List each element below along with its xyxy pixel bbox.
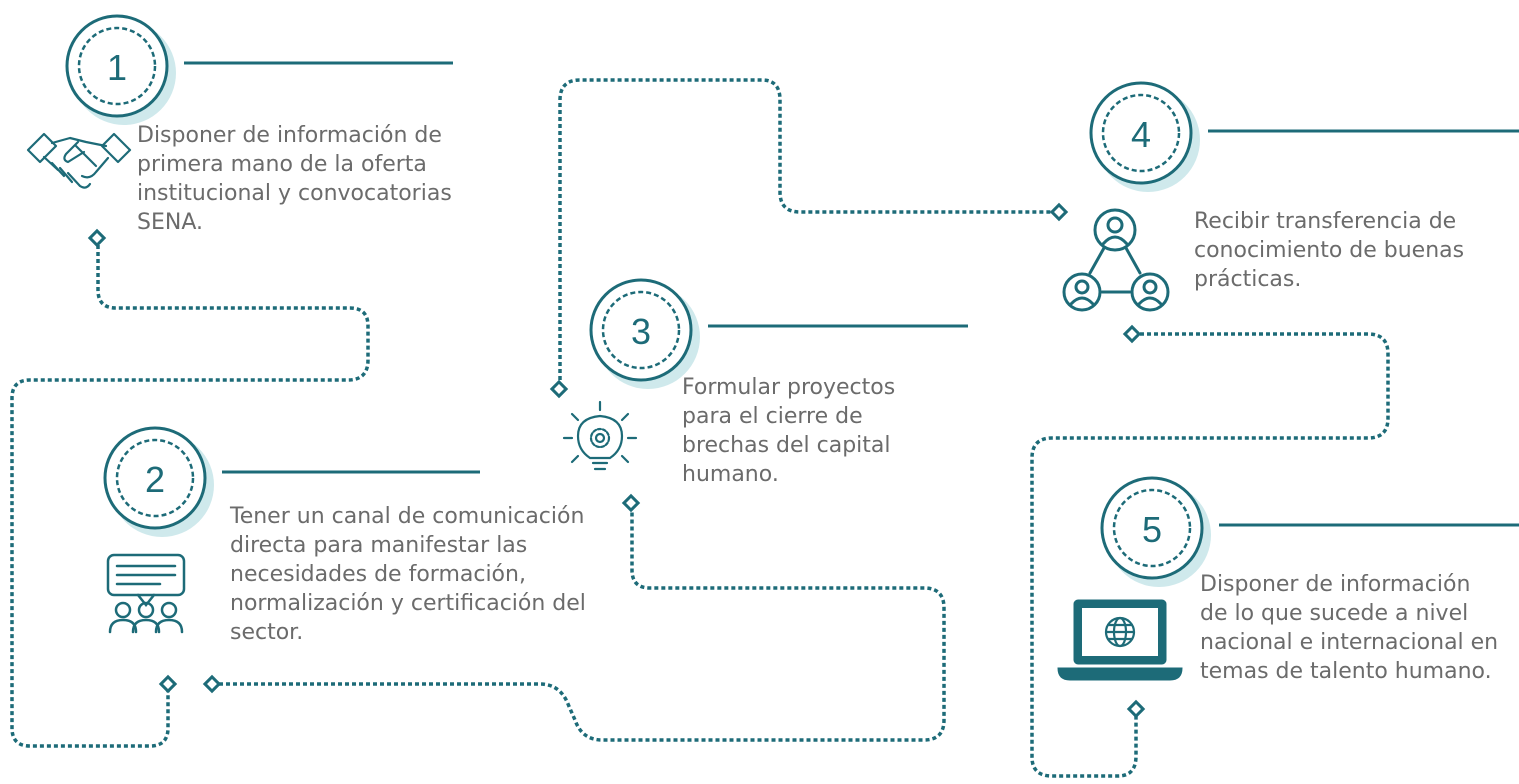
step-number: 3 — [631, 311, 651, 352]
lightbulb-gear-icon — [562, 400, 638, 471]
connector-1-2 — [10, 245, 370, 748]
step-1-text: Disponer de información de primera mano … — [137, 123, 452, 235]
step-number: 1 — [107, 47, 127, 88]
connector-2-3 — [212, 505, 946, 742]
connector-4-5 — [1030, 332, 1390, 778]
connector-node — [621, 493, 641, 513]
step-4-text: Recibir transferencia de conocimiento de… — [1194, 209, 1465, 292]
step-2-badge: 2 — [103, 426, 480, 537]
connector-node — [87, 228, 107, 248]
step-2-text: Tener un canal de comunicación directa p… — [230, 504, 586, 645]
presentation-group-icon — [106, 553, 186, 634]
step-3-badge: 3 — [589, 278, 968, 389]
step-1-badge: 1 — [65, 14, 453, 125]
connector-3-4 — [558, 78, 1058, 387]
connector-node — [549, 379, 569, 399]
connector-node — [1049, 202, 1069, 222]
connector-node — [1126, 699, 1146, 719]
step-5-badge: 5 — [1100, 476, 1519, 587]
step-number: 5 — [1142, 509, 1162, 550]
laptop-globe-icon — [1057, 599, 1183, 681]
step-3-text: Formular proyectos para el cierre de bre… — [682, 375, 896, 487]
connector-node — [158, 674, 178, 694]
step-number: 4 — [1131, 114, 1151, 155]
step-number: 2 — [145, 459, 165, 500]
connector-node — [202, 674, 222, 694]
connector-node — [1122, 324, 1142, 344]
network-users-icon — [1062, 208, 1170, 312]
handshake-icon — [26, 132, 132, 189]
step-5-text: Disponer de información de lo que sucede… — [1200, 572, 1499, 684]
step-4-badge: 4 — [1089, 81, 1519, 192]
